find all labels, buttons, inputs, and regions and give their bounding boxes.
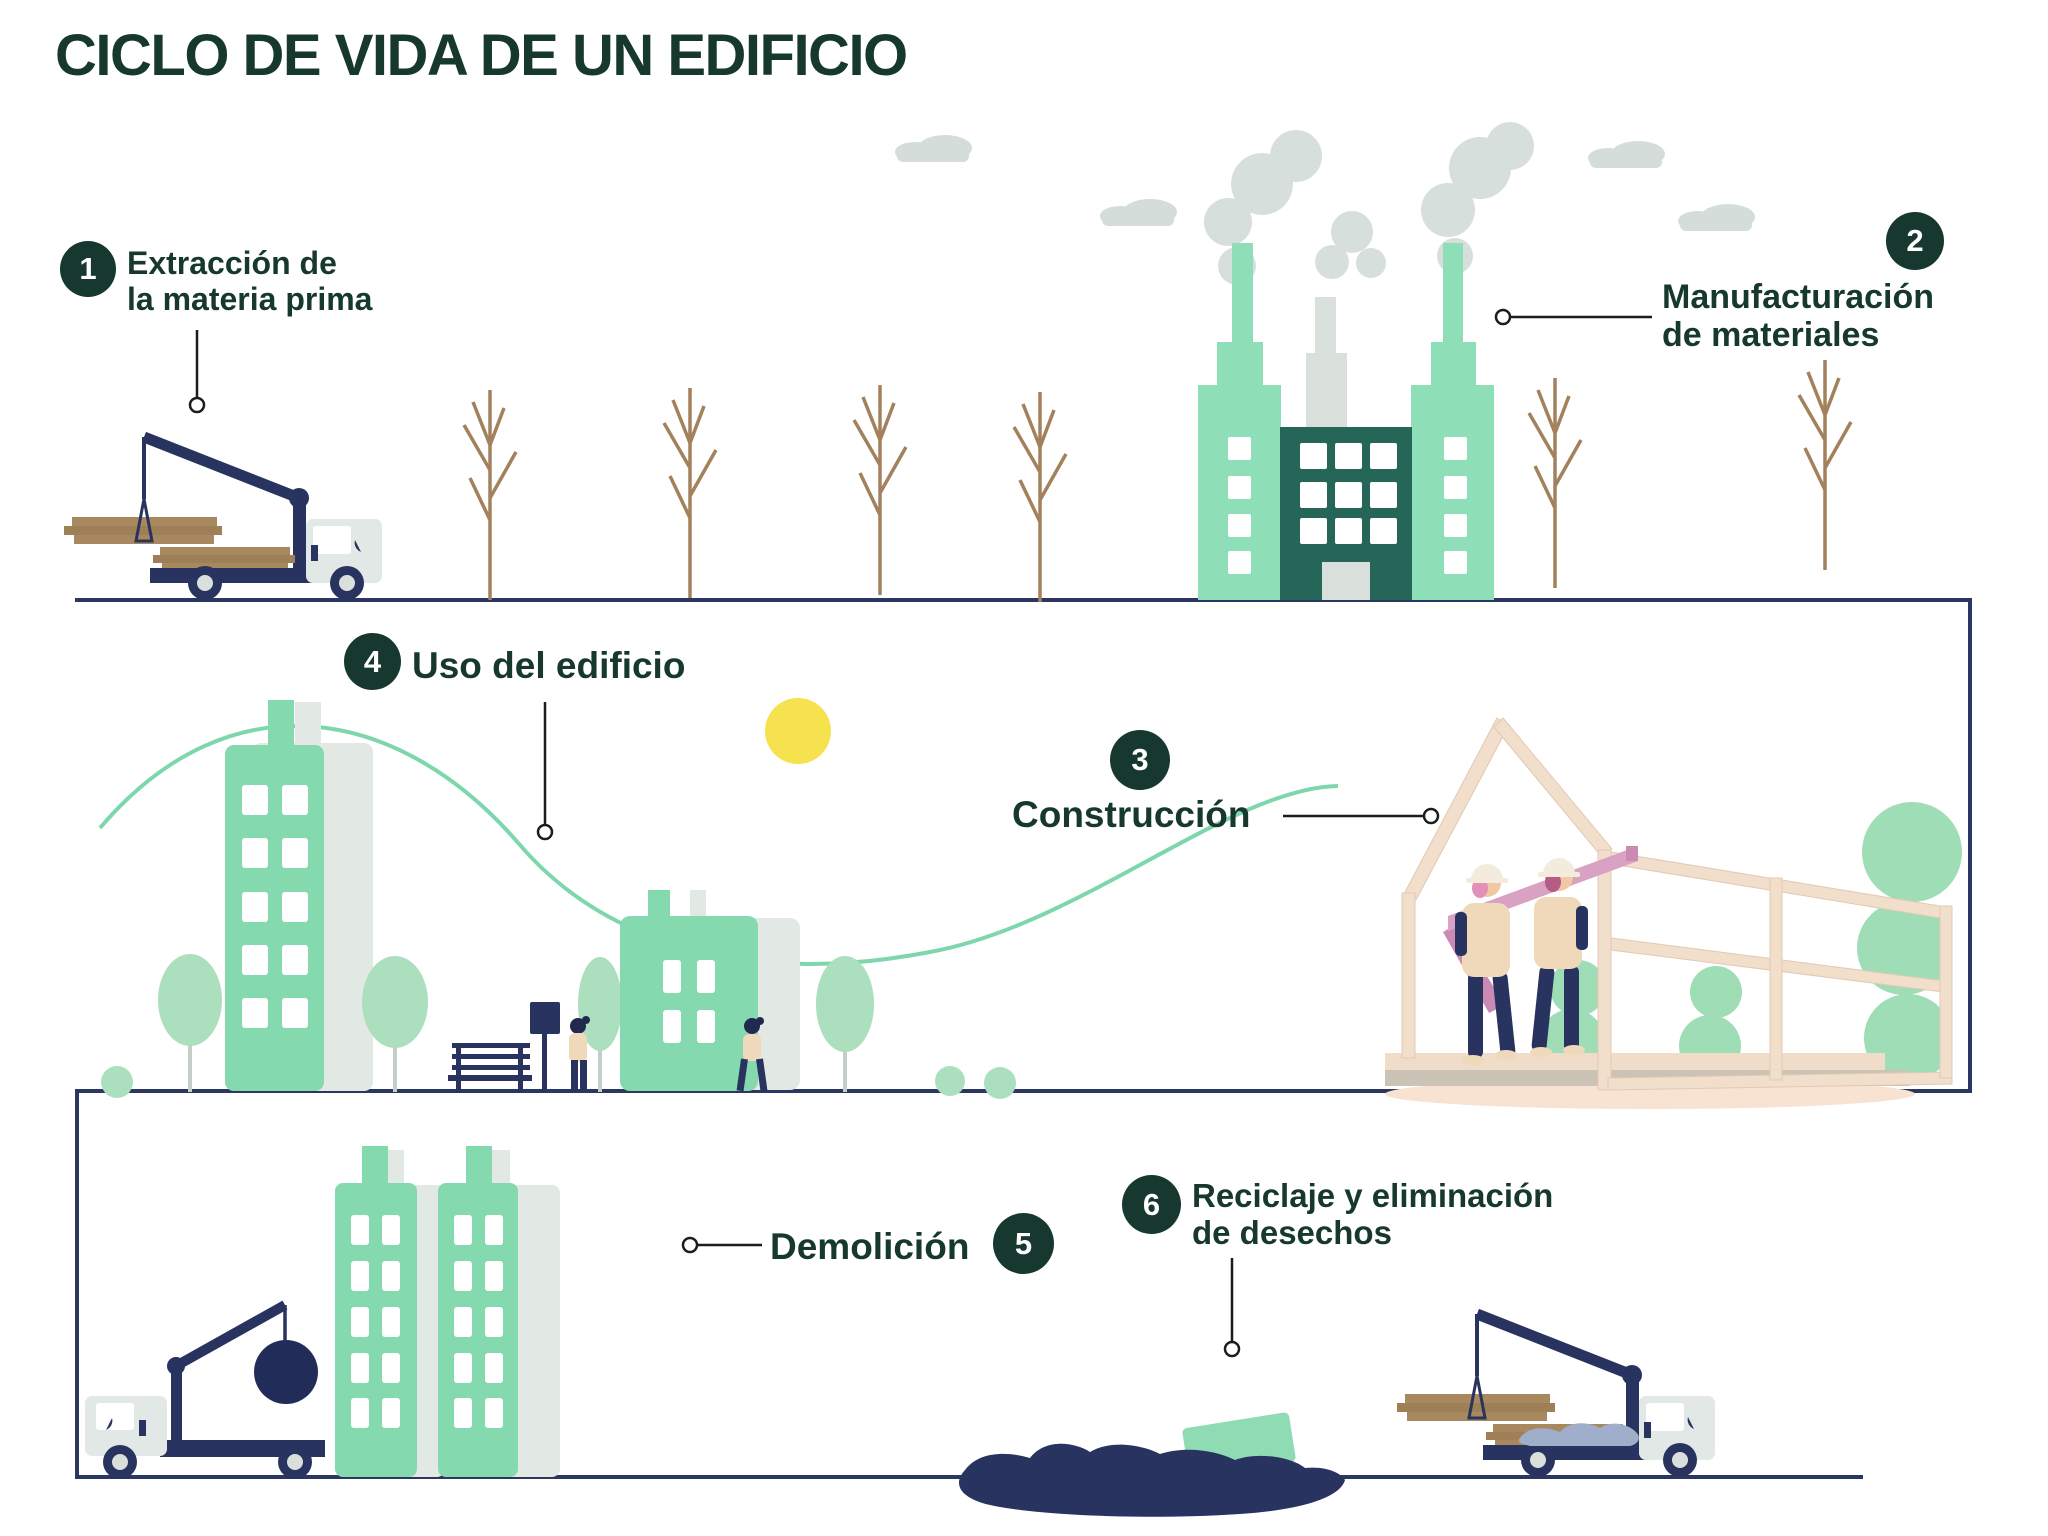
step-1-badge: 1: [60, 241, 116, 297]
step-4-label: Uso del edificio: [412, 645, 686, 686]
page-title: CICLO DE VIDA DE UN EDIFICIO: [55, 23, 908, 88]
construction-illustration: [1385, 717, 1962, 1109]
step-6-badge: 6: [1122, 1175, 1181, 1234]
connectors: [188, 308, 1652, 1358]
person-standing: [569, 1016, 590, 1091]
park-trees: [101, 954, 1016, 1099]
clouds: [895, 135, 1755, 231]
step-5-label: Demolición: [770, 1226, 970, 1267]
bare-trees-row: [462, 358, 1853, 604]
step-2-label: Manufacturación de materiales: [1662, 278, 1935, 355]
wrecking-ball-icon: [254, 1340, 318, 1404]
city-park-illustration: [98, 698, 1339, 1099]
sign-post: [530, 1002, 560, 1092]
factory-illustration: [1198, 122, 1534, 600]
step-4-badge: 4: [344, 633, 401, 690]
step-5-badge: 5: [993, 1213, 1054, 1274]
person-walking: [736, 1017, 768, 1092]
house-frame: [1401, 717, 1953, 1091]
step-6-label: Reciclaje y eliminación de desechos: [1192, 1177, 1554, 1252]
step-3-label: Construcción: [1012, 794, 1251, 835]
demolition-towers: [335, 1146, 560, 1477]
step-3-badge: 3: [1110, 730, 1170, 790]
factory-smoke: [1204, 122, 1534, 285]
extraction-truck-illustration: [64, 437, 382, 600]
step-1-label: Extracción de la materia prima: [127, 245, 373, 318]
construction-workers: [1443, 846, 1638, 1065]
bench: [448, 1043, 532, 1093]
step-2-badge: 2: [1886, 212, 1944, 270]
recycling-truck-illustration: [1397, 1314, 1715, 1477]
wrecking-ball-truck-illustration: [85, 1300, 325, 1479]
sun-icon: [765, 698, 831, 764]
waste-pile-illustration: [958, 1412, 1345, 1517]
